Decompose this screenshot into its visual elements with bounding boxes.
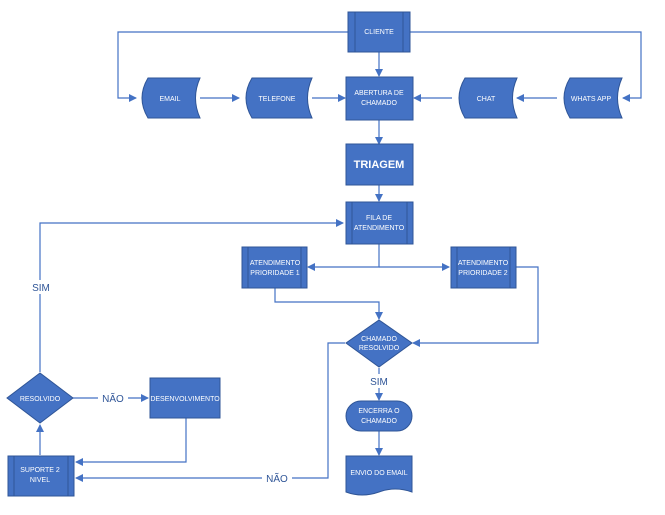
node-abertura: ABERTURA DE CHAMADO: [345, 76, 414, 121]
node-encerra: ENCERRA O CHAMADO: [345, 400, 413, 432]
node-envio-email: ENVIO DO EMAIL: [345, 455, 413, 496]
node-envio-email-label: ENVIO DO EMAIL: [350, 470, 407, 477]
node-chamado-resolvido-line1: CHAMADO: [361, 336, 397, 343]
edge-prioridade1-chamado: [274, 288, 383, 320]
node-encerra-line1: ENCERRA O: [358, 408, 400, 415]
edge-fila-prioridade1: [307, 244, 380, 271]
node-suporte2-line1: SUPORTE 2: [20, 467, 60, 474]
edge-cliente-email: [117, 31, 348, 102]
node-cliente-label: CLIENTE: [364, 29, 394, 36]
node-fila: FILA DE ATENDIMENTO: [345, 201, 414, 245]
node-fila-line2: ATENDIMENTO: [354, 225, 405, 232]
node-chamado-resolvido: CHAMADO RESOLVIDO: [345, 319, 413, 368]
edge-desenvolvimento-suporte2: [75, 418, 187, 466]
label-sim-center: SIM: [370, 377, 388, 388]
node-encerra-line2: CHAMADO: [361, 418, 397, 425]
label-nao-middle: NÃO: [102, 392, 124, 405]
node-suporte2: SUPORTE 2 NIVEL: [7, 455, 75, 497]
node-chat-label: CHAT: [477, 96, 496, 103]
node-prioridade2-line2: PRIORIDADE 2: [458, 270, 508, 277]
node-whatsapp-label: WHATS APP: [571, 96, 612, 103]
node-abertura-line2: CHAMADO: [361, 100, 397, 107]
label-sim-left: SIM: [32, 283, 50, 294]
node-suporte2-line2: NIVEL: [30, 477, 50, 484]
node-prioridade2-line1: ATENDIMENTO: [458, 260, 509, 267]
node-triagem: TRIAGEM: [345, 143, 414, 186]
node-prioridade2: ATENDIMENTO PRIORIDADE 2: [450, 246, 517, 289]
node-cliente: CLIENTE: [347, 11, 411, 53]
edge-cliente-whatsapp: [410, 31, 642, 102]
edge-chamado-suporte2: [75, 342, 345, 482]
node-whatsapp: WHATS APP: [563, 77, 623, 119]
node-resolvido: RESOLVIDO: [6, 372, 74, 424]
edges: [36, 31, 642, 482]
node-desenvolvimento-label: DESENVOLVIMENTO: [150, 396, 220, 403]
node-prioridade1: ATENDIMENTO PRIORIDADE 1: [241, 246, 308, 289]
node-email: EMAIL: [141, 77, 201, 119]
label-nao-bottom: NÃO: [266, 472, 288, 485]
node-telefone: TELEFONE: [245, 77, 313, 119]
edge-labels: SIM SIM NÃO NÃO: [28, 280, 393, 485]
node-prioridade1-line1: ATENDIMENTO: [250, 260, 301, 267]
node-email-label: EMAIL: [159, 96, 180, 103]
edge-resolvido-fila: [39, 219, 344, 372]
node-desenvolvimento: DESENVOLVIMENTO: [149, 377, 221, 419]
node-abertura-line1: ABERTURA DE: [354, 90, 404, 97]
node-prioridade1-line2: PRIORIDADE 1: [250, 270, 300, 277]
node-fila-line1: FILA DE: [366, 215, 392, 222]
node-resolvido-label: RESOLVIDO: [20, 396, 61, 403]
node-chamado-resolvido-line2: RESOLVIDO: [359, 345, 400, 352]
node-telefone-label: TELEFONE: [259, 96, 296, 103]
node-chat: CHAT: [458, 77, 518, 119]
node-triagem-label: TRIAGEM: [354, 159, 405, 171]
edge-prioridade2-chamado: [412, 266, 539, 347]
